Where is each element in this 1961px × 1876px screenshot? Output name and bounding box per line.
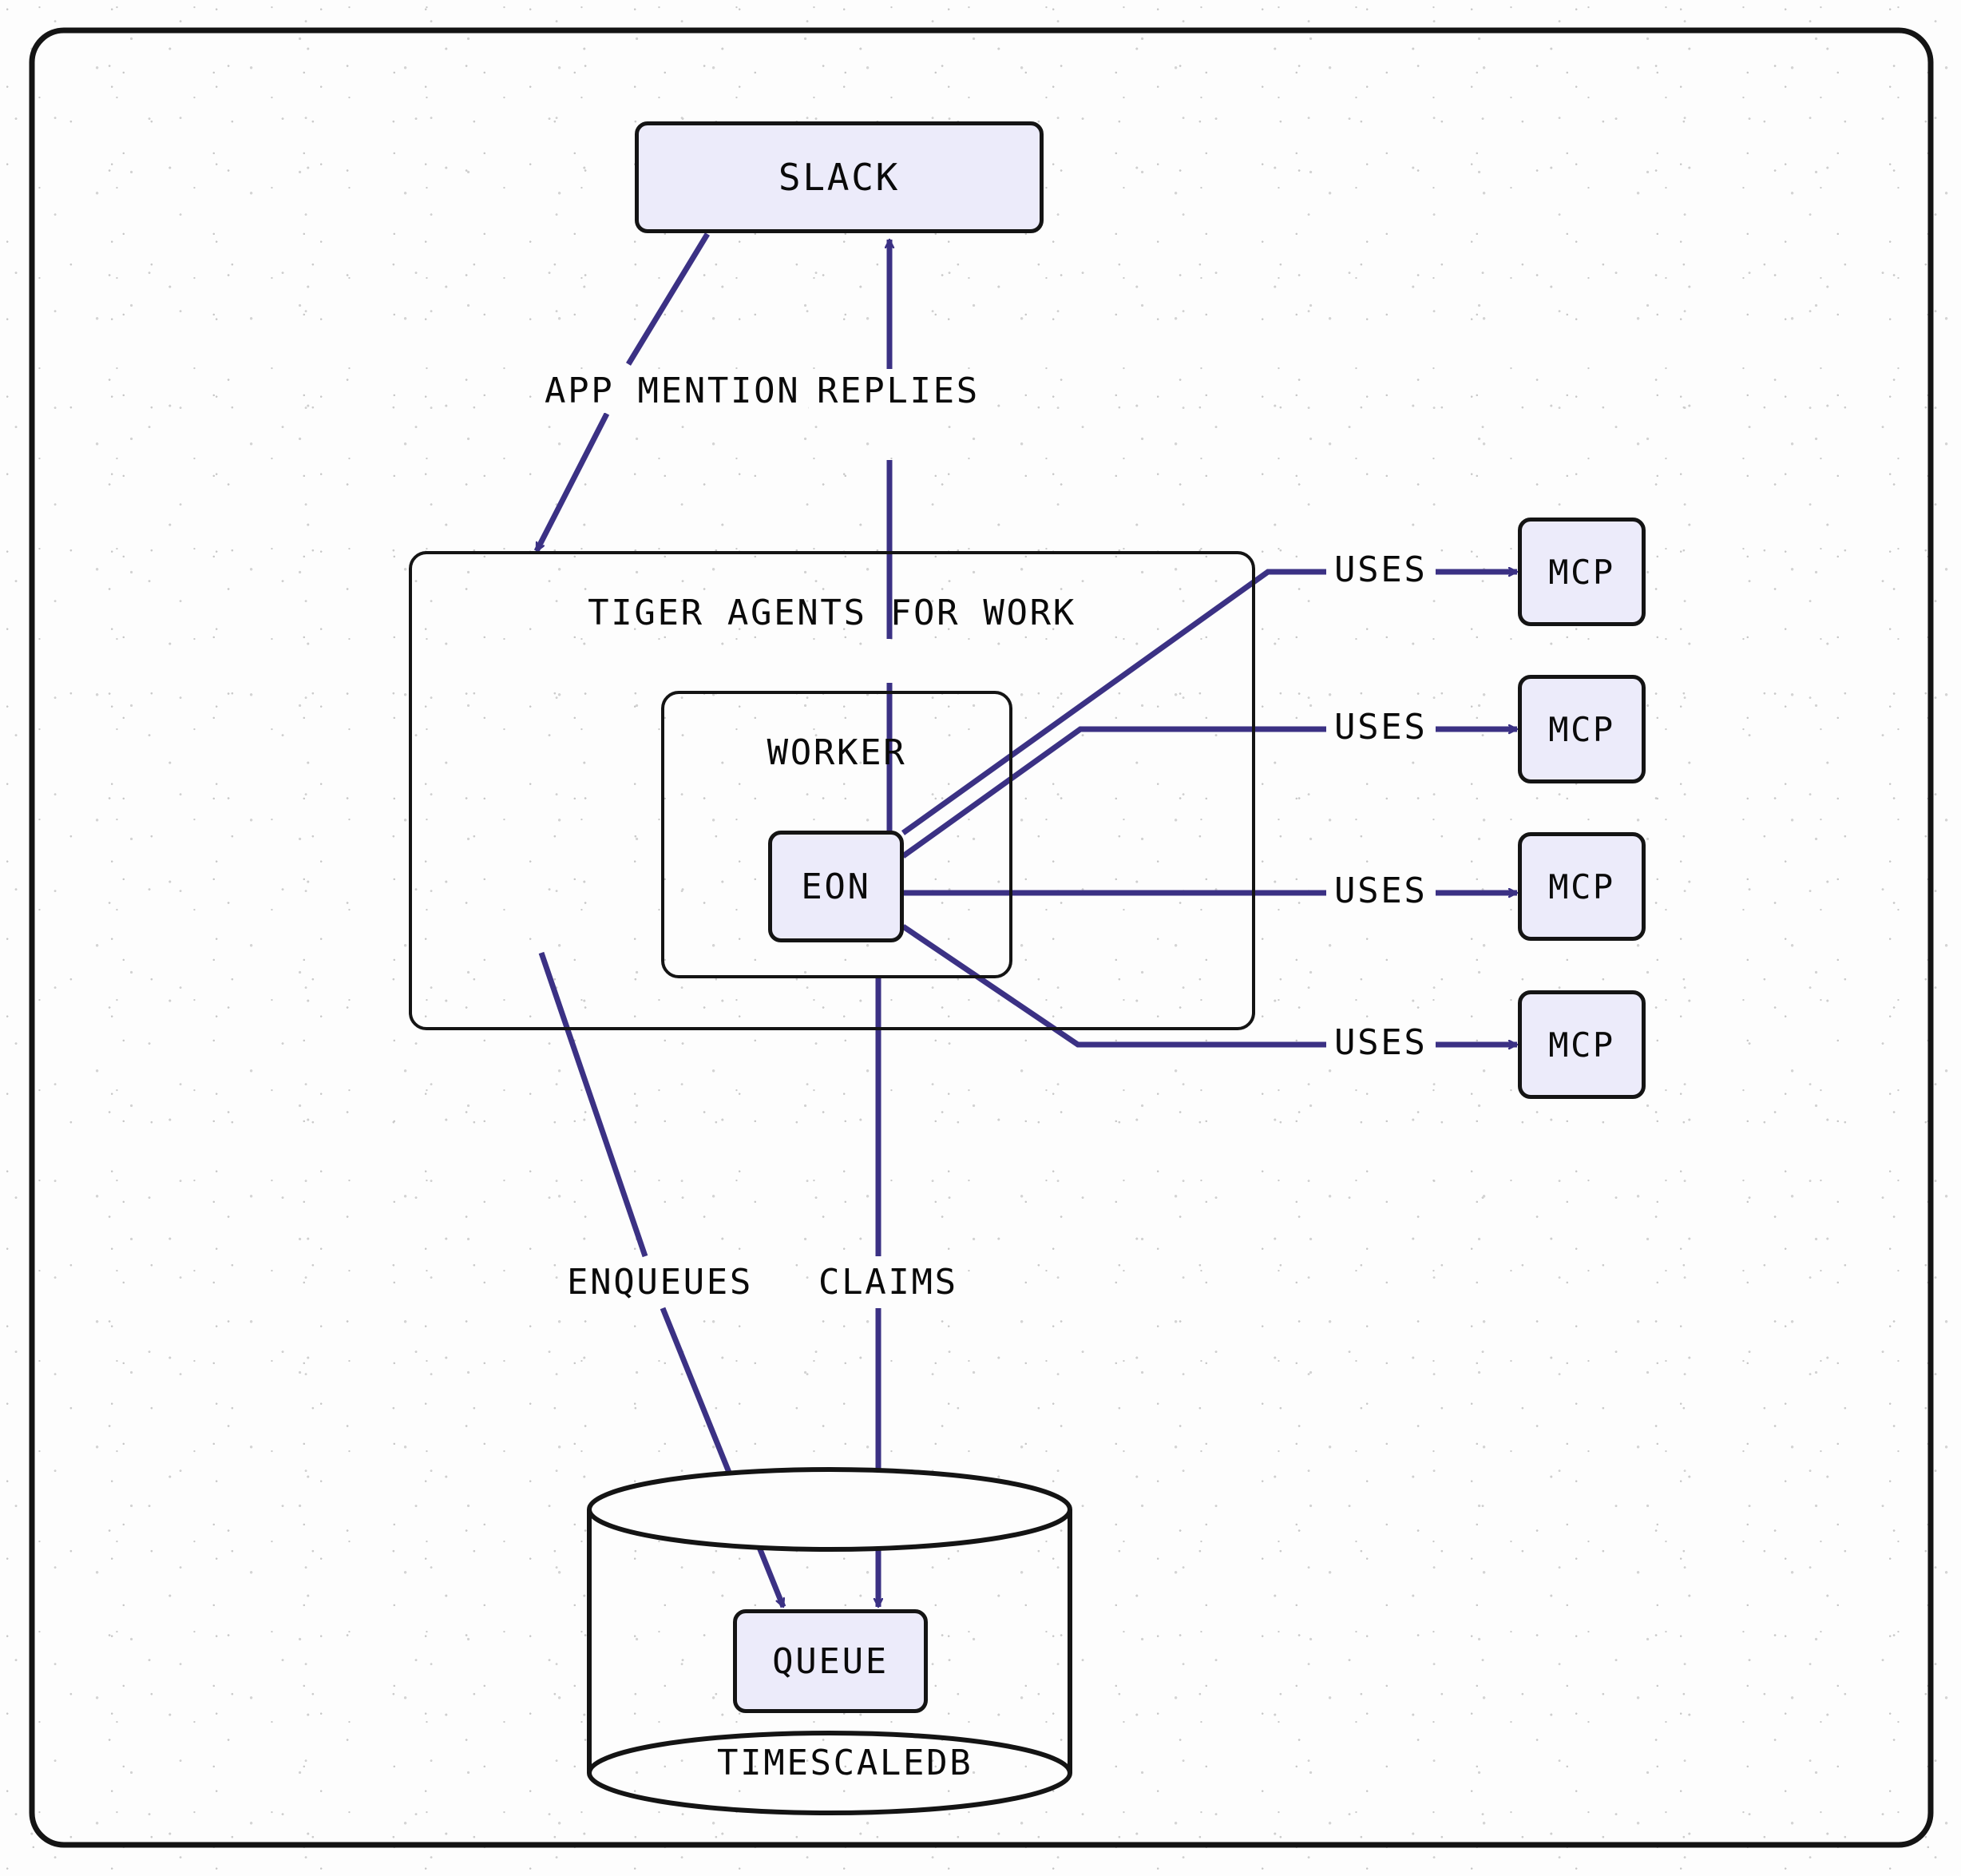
node-mcp-1-label: MCP (1548, 552, 1615, 592)
node-queue[interactable]: QUEUE (733, 1609, 928, 1713)
node-mcp-1[interactable]: MCP (1518, 518, 1646, 626)
node-mcp-4-label: MCP (1548, 1025, 1615, 1065)
node-mcp-3-label: MCP (1548, 867, 1615, 906)
edge-label-uses-1: USES (1326, 548, 1436, 592)
edge-label-replies: REPLIES (809, 369, 988, 413)
node-eon[interactable]: EON (768, 831, 904, 942)
edge-label-uses-4: USES (1326, 1021, 1436, 1065)
timescaledb-cylinder (587, 1467, 1072, 1815)
page-frame (29, 27, 1934, 1848)
edge-label-enqueues: ENQUEUES (559, 1260, 762, 1304)
node-mcp-3[interactable]: MCP (1518, 832, 1646, 941)
node-slack[interactable]: SLACK (635, 121, 1044, 233)
edge-enqueues (538, 951, 648, 1258)
edge-uses-2 (901, 726, 1330, 859)
node-timescaledb-label: TIMESCALEDB (717, 1743, 973, 1783)
node-eon-label: EON (801, 866, 871, 907)
edge-app-mention (626, 232, 710, 366)
node-worker-label: WORKER (767, 732, 907, 773)
node-slack-label: SLACK (778, 156, 901, 199)
edge-label-uses-2: USES (1326, 705, 1436, 749)
edge-label-claims: CLAIMS (810, 1260, 966, 1304)
edge-enqueues-b (660, 1307, 786, 1608)
edge-label-uses-3: USES (1326, 869, 1436, 913)
node-mcp-2[interactable]: MCP (1518, 675, 1646, 783)
cylinder-bottom (587, 1731, 1072, 1815)
edge-uses-4 (901, 924, 1330, 1048)
edge-uses-1 (901, 569, 1330, 835)
node-mcp-4[interactable]: MCP (1518, 990, 1646, 1099)
edge-label-app-mention: APP MENTION (537, 369, 809, 413)
node-queue-label: QUEUE (772, 1640, 889, 1682)
node-container-label: TIGER AGENTS FOR WORK (588, 593, 1076, 633)
cylinder-top (587, 1467, 1072, 1552)
node-mcp-2-label: MCP (1548, 709, 1615, 749)
edge-app-mention-b (533, 412, 610, 553)
